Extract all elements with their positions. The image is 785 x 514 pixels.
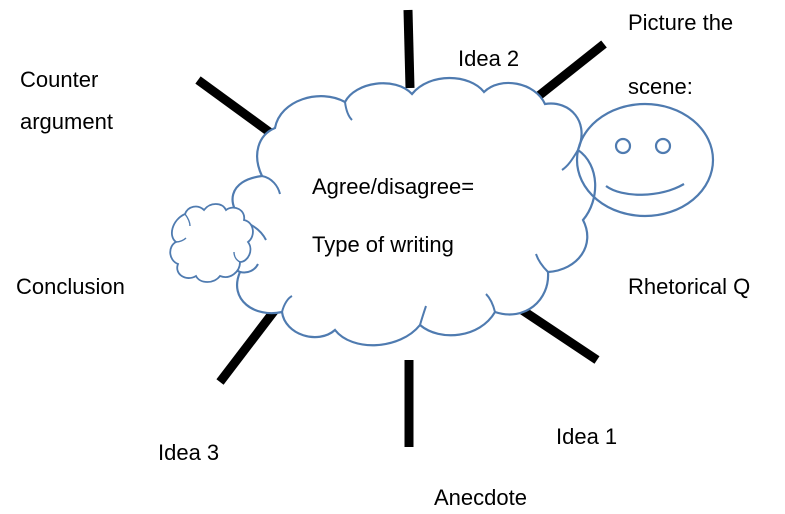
center-text-line2: Type of writing [312, 232, 454, 257]
small-cloud-curls [175, 213, 241, 263]
smiley-face-outline [575, 102, 715, 218]
smiley-left-eye [614, 137, 632, 155]
spoke-bottom-left [216, 303, 282, 385]
cloud-shape [222, 76, 597, 347]
label-idea-2: Idea 2 [458, 46, 520, 71]
spoke-top [403, 9, 415, 89]
label-conclusion: Conclusion [16, 274, 125, 299]
center-text-line1: Agree/disagree= [312, 174, 475, 199]
label-picture-the-scene-line1: Picture the [628, 10, 734, 35]
label-picture-the-scene-line2: scene: [628, 74, 693, 99]
smiley-face-icon [575, 102, 715, 218]
label-idea-1: Idea 1 [556, 424, 618, 449]
spokes [195, 9, 607, 447]
label-anecdote: Anecdote [434, 485, 527, 510]
spoke-top-left [195, 76, 275, 138]
label-idea-3: Idea 3 [158, 440, 220, 465]
smiley-right-eye [654, 137, 672, 155]
label-counter-argument-line2: argument [20, 109, 113, 134]
label-rhetorical-q: Rhetorical Q [628, 274, 751, 299]
label-counter-argument-line1: Counter [20, 67, 99, 92]
spoke-top-right [533, 40, 607, 102]
smiley-mouth [605, 183, 685, 196]
spoke-bottom-right [519, 306, 600, 364]
